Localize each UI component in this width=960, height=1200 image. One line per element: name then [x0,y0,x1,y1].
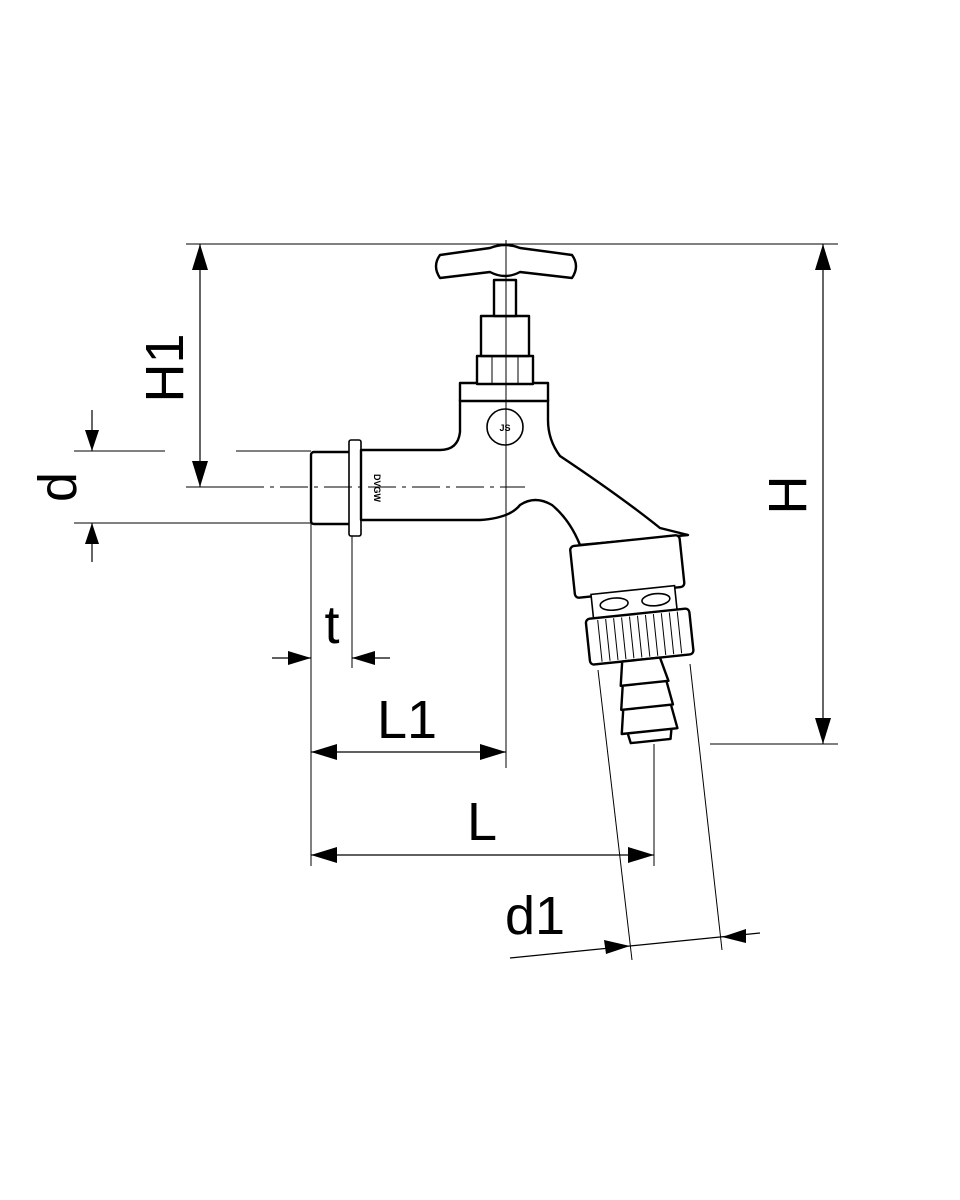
inlet-collar [348,439,362,537]
spindle [492,278,518,318]
dvgw-marking: DVGW [372,474,382,503]
ext-hose-right [689,663,723,951]
hex-nut [475,354,535,386]
label-t: t [324,595,339,655]
logo-text: JS [499,423,510,433]
label-d1: d1 [505,886,565,946]
union-nut-knurl [597,611,683,662]
ext-hose-left [597,669,633,961]
label-L: L [467,792,497,852]
faucet-body: JS DVGW [309,243,690,547]
label-H: H [758,476,818,515]
hose-connector [569,534,695,745]
label-L1: L1 [377,690,437,750]
label-H1: H1 [135,333,195,402]
body-barrel [359,398,690,547]
label-d: d [28,472,88,502]
dim-d1-line [509,932,761,959]
hose-barb [619,656,679,745]
spindle-sleeve [479,314,531,358]
brand-logo [486,408,524,446]
bonnet [458,381,550,403]
